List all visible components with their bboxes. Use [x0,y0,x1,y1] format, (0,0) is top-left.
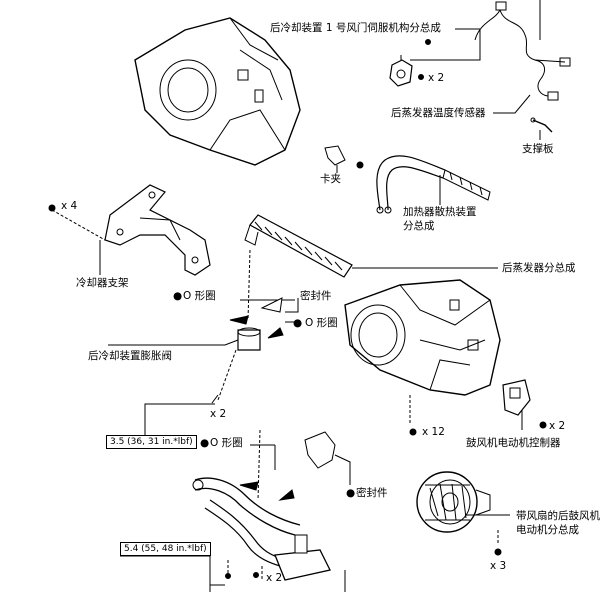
torque-pipe-bolt: 5.4 (55, 48 in.*lbf) [120,542,211,556]
qty-controller-screws: x 2 [549,420,566,432]
label-heater-radiator-2: 分总成 [403,220,435,232]
torque-valve-bolt: 3.5 (36, 31 in.*lbf) [106,435,197,449]
label-expansion-valve: 后冷却装置膨胀阀 [88,350,172,362]
blower-fan-motor-part [417,472,490,532]
label-cooler-bracket: 冷却器支架 [76,277,129,289]
label-blower-motor-1: 带风扇的后鼓风机 [516,510,600,522]
label-seal-upper: 密封件 [300,290,332,302]
qty-servo-screws: x 2 [428,72,445,84]
qty-motor-screws: x 3 [490,560,507,572]
label-heater-radiator-1: 加热器散热装置 [403,206,477,218]
non-reusable-mark-3: ● [200,437,210,449]
clip-part [325,146,363,168]
label-rear-evap-temp-sensor: 后蒸发器温度传感器 [391,107,486,119]
non-reusable-mark-2: ● [293,317,303,329]
rear-evaporator-part [245,215,352,277]
upper-cooling-unit-case [135,18,300,165]
qty-valve-bolts: x 2 [210,408,227,420]
label-oring-upper-right: O 形圈 [305,317,338,329]
lower-cooling-unit-case [345,280,500,395]
label-oring-upper-left: O 形圈 [183,290,216,302]
blower-controller-part [503,380,546,428]
cooler-bracket-part [105,185,210,275]
label-blower-motor-2: 电动机分总成 [516,524,579,536]
label-clip: 卡夹 [320,173,341,185]
label-rear-evaporator: 后蒸发器分总成 [502,262,576,274]
wire-harness [475,0,570,100]
label-support-plate: 支撑板 [522,143,554,155]
lower-seal-part [305,432,335,468]
pipe-assembly-part [193,478,330,580]
label-rear-damper-servo: 后冷却装置 1 号风门伺服机构分总成 [270,22,441,34]
label-blower-controller: 鼓风机电动机控制器 [466,437,561,449]
label-oring-lower: O 形圈 [210,437,243,449]
expansion-valve-part [238,328,260,350]
non-reusable-mark-4: ● [346,487,356,499]
qty-pipe-bolts: x 2 [266,572,283,584]
label-seal-lower: 密封件 [356,487,388,499]
support-plate-part [531,118,552,132]
qty-case-screws: x 12 [422,426,445,438]
damper-servo-part [390,40,431,87]
qty-bracket-bolts: x 4 [61,200,78,212]
non-reusable-mark-1: ● [173,290,183,302]
heater-radiator-part [377,156,490,213]
